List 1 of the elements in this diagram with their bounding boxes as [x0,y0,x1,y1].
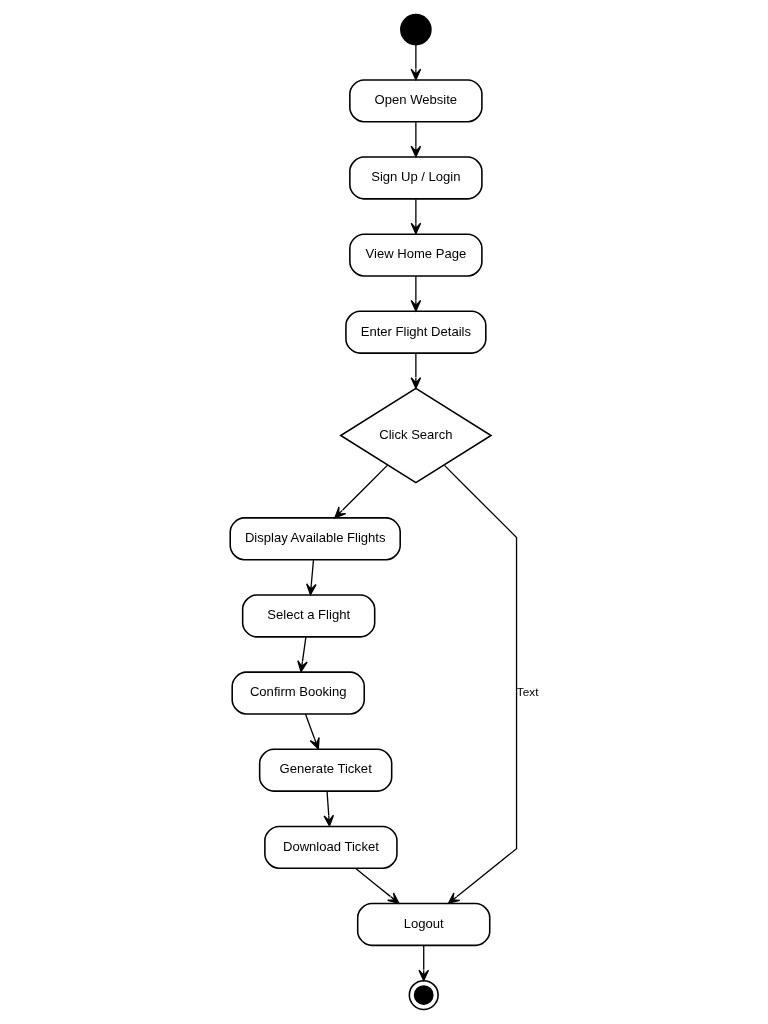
edge-label: Text [516,684,538,698]
